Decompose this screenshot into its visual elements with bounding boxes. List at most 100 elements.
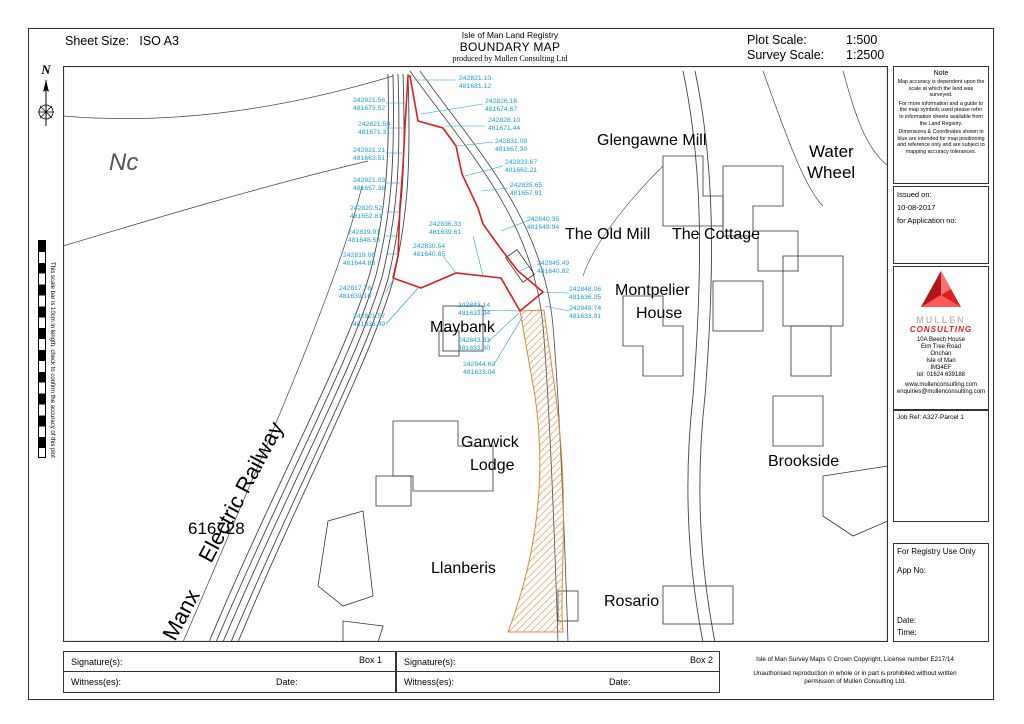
application-label: for Application no:	[897, 216, 957, 225]
railway-lines	[182, 73, 410, 642]
date-label: Date:	[276, 677, 298, 687]
signature-label: Signature(s):	[404, 657, 456, 667]
registry-time: Time:	[897, 628, 917, 637]
plot-scale-label: Plot Scale:	[747, 33, 807, 47]
coordinate-leaders	[385, 79, 570, 367]
company-phone: tel: 01624 639188	[916, 372, 966, 378]
label-rosario: Rosario	[604, 593, 659, 610]
signature-box-2: Signature(s): Box 2 Witness(es): Date:	[396, 651, 720, 693]
registry-app-no: App No:	[897, 566, 926, 575]
north-arrow: N	[34, 62, 58, 133]
sheet-size-label: Sheet Size:	[65, 34, 129, 48]
label-wheel: Wheel	[807, 163, 855, 182]
address-line: Elm Tree Road	[920, 344, 962, 350]
label-glengawne: Glengawne Mill	[597, 132, 706, 149]
note-title: Note	[933, 70, 949, 77]
address-line: Onchan	[930, 351, 952, 357]
scale-bar	[38, 240, 46, 458]
map-title: BOUNDARY MAP	[459, 40, 561, 54]
copyright-text: Isle of Man Survey Maps © Crown Copyrigh…	[756, 656, 954, 663]
map-frame	[63, 66, 888, 642]
issued-date: 10-08-2017	[897, 203, 936, 212]
registry-box: For Registry Use Only App No: Date: Time…	[893, 543, 989, 642]
registry-name: Isle of Man Land Registry	[461, 30, 559, 40]
registry-title: For Registry Use Only	[897, 547, 976, 556]
producer: produced by Mullen Consulting Ltd	[452, 54, 568, 63]
sheet-size: Sheet Size: ISO A3	[65, 34, 179, 48]
registry-date: Date:	[897, 616, 917, 625]
issue-box: Issued on: 10-08-2017 for Application no…	[893, 186, 989, 264]
label-llanberis: Llanberis	[431, 560, 496, 577]
label-maybank: Maybank	[430, 319, 496, 336]
signature-box-1: Signature(s): Box 1 Witness(es): Date:	[63, 651, 396, 693]
compass-icon	[38, 80, 54, 126]
address-line: Isle of Man	[926, 358, 956, 364]
label-cottage: The Cottage	[672, 226, 760, 243]
date-label: Date:	[609, 677, 631, 687]
address-line: IM34EF	[930, 365, 952, 371]
north-label: N	[41, 62, 51, 77]
brand-name-top: MULLEN	[916, 315, 966, 325]
box-1-label: Box 1	[359, 655, 383, 665]
reproduction-text-2: permission of Mullen Consulting Ltd.	[804, 678, 906, 685]
label-brookside: Brookside	[768, 453, 839, 470]
building-outlines	[317, 155, 888, 642]
scale-bar-note: This scale bar is 10cm in length, check …	[47, 262, 57, 462]
label-oldmill: The Old Mill	[565, 226, 650, 243]
witness-label: Witness(es):	[404, 677, 455, 687]
company-email[interactable]: enquiries@mullenconsulting.com	[896, 389, 986, 395]
label-house: House	[636, 305, 682, 322]
sheet-frame	[28, 28, 994, 700]
signature-label: Signature(s):	[71, 657, 123, 667]
reproduction-text-1: Unauthorised reproduction in whole or in…	[753, 670, 957, 677]
company-box: MULLEN CONSULTING 10A Beech House Elm Tr…	[893, 266, 989, 410]
survey-scale-label: Survey Scale:	[747, 48, 825, 62]
plot-scale-value: 1:500	[846, 33, 878, 47]
label-parcel-number: 616728	[188, 519, 245, 538]
footer: Isle of Man Survey Maps © Crown Copyrigh…	[725, 656, 985, 686]
address-line: 10A Beech House	[916, 337, 966, 343]
label-garwick: Garwick	[461, 434, 520, 451]
label-montpelier: Montpelier	[615, 282, 690, 299]
note-box: Note Map accuracy is dependent upon the …	[893, 66, 989, 184]
label-water: Water	[809, 142, 854, 161]
note-line-3: Dimensions & Coordinates shown in blue a…	[897, 129, 985, 155]
company-website[interactable]: www.mullenconsulting.com	[904, 382, 978, 388]
hatched-access-strip	[507, 309, 564, 633]
brand-name-bottom: CONSULTING	[909, 325, 973, 334]
note-line-1: Map accuracy is dependent upon the scale…	[897, 79, 985, 99]
witness-label: Witness(es):	[71, 677, 122, 687]
label-lodge: Lodge	[470, 457, 515, 474]
survey-scale-value: 1:2500	[846, 48, 885, 62]
note-line-2: For more information and a guide to the …	[898, 100, 984, 127]
job-ref: Job Ref: A327-Parcel 1	[897, 414, 964, 421]
issued-label: Issued on:	[897, 190, 932, 199]
job-ref-box: Job Ref: A327-Parcel 1	[893, 410, 989, 522]
map-title-block: Isle of Man Land Registry BOUNDARY MAP p…	[410, 30, 610, 63]
box-2-label: Box 2	[690, 655, 714, 665]
label-nc: Nc	[109, 149, 138, 176]
